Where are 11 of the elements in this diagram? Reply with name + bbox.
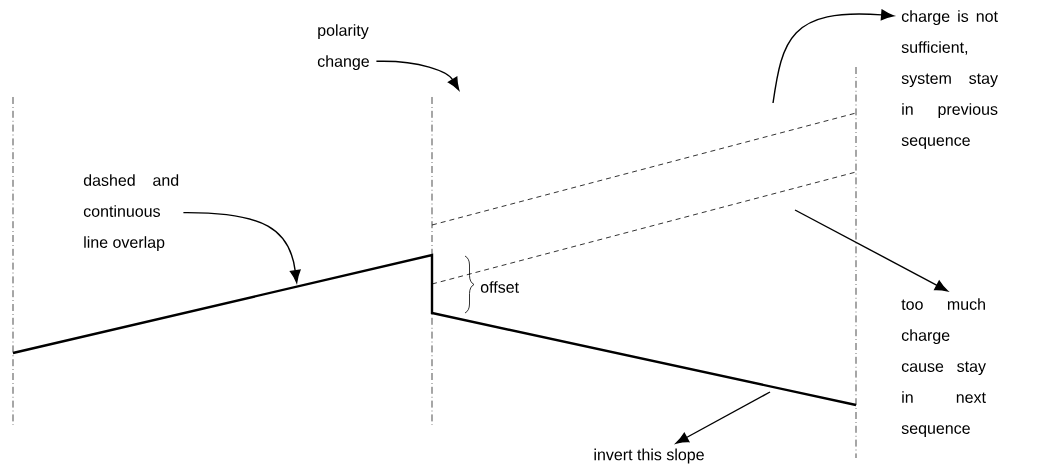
arrow: [675, 391, 771, 444]
annotation-text: dashed and continuous line overlap: [83, 174, 179, 252]
annotation-text: too much charge cause stay in next sequence: [901, 298, 986, 438]
arrow: [375, 60, 460, 91]
arrow: [182, 211, 301, 283]
annotation-text: charge is not sufficient, system stay in previous sequence: [901, 10, 998, 150]
arrow: [794, 209, 948, 292]
offset-label: offset: [480, 281, 519, 293]
annotation-text: invert this slope: [594, 448, 704, 464]
arrow: [772, 9, 894, 104]
annotation-text: polarity change: [317, 24, 369, 71]
